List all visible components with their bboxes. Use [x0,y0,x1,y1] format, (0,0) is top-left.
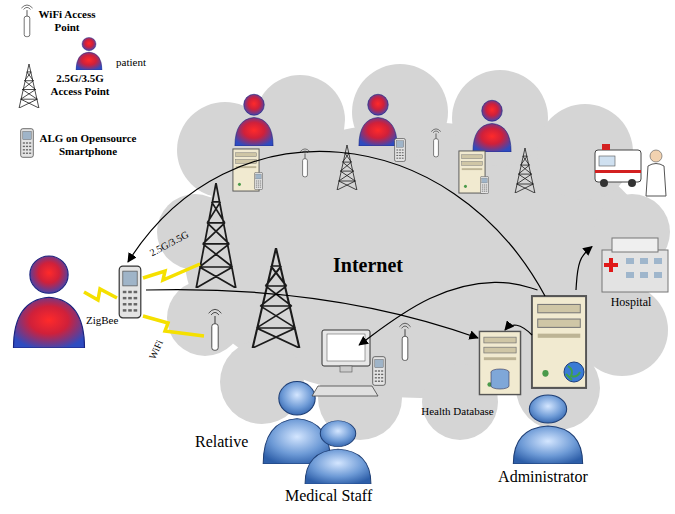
legend-text: ALG on Opensource Smartphone [40,132,137,157]
node-text: Medical Staff [285,487,372,505]
node-text: Hospital [611,296,652,310]
database-node: Health Database [395,325,520,420]
legend-item: 2.5G/3.5G Access Point [42,72,118,98]
administrator-node: Administrator [488,290,598,488]
data-flow-arrow [359,282,537,345]
node-text: Administrator [498,468,588,486]
legend-text: patient [116,56,146,68]
node-text: Health Database [421,405,493,418]
network-label: Internet [333,254,403,277]
legend-item: ALG on Opensource Smartphone [36,132,140,158]
legend-text: 2.5G/3.5G Access Point [51,72,110,97]
legend-item: WiFi Access Point [36,8,98,34]
data-flow-arrow [576,247,592,290]
node-text: Relative [195,433,248,451]
hospital-illustration [595,144,668,292]
link-label: ZigBee [86,314,118,327]
hospital-node: Hospital [592,140,670,312]
internet-cloud [157,64,670,440]
link-label: WiFi [147,338,166,361]
legend-text: WiFi Access Point [39,8,96,33]
legend-item: patient [106,56,156,69]
staff-node: RelativeMedical Staff [185,345,400,512]
